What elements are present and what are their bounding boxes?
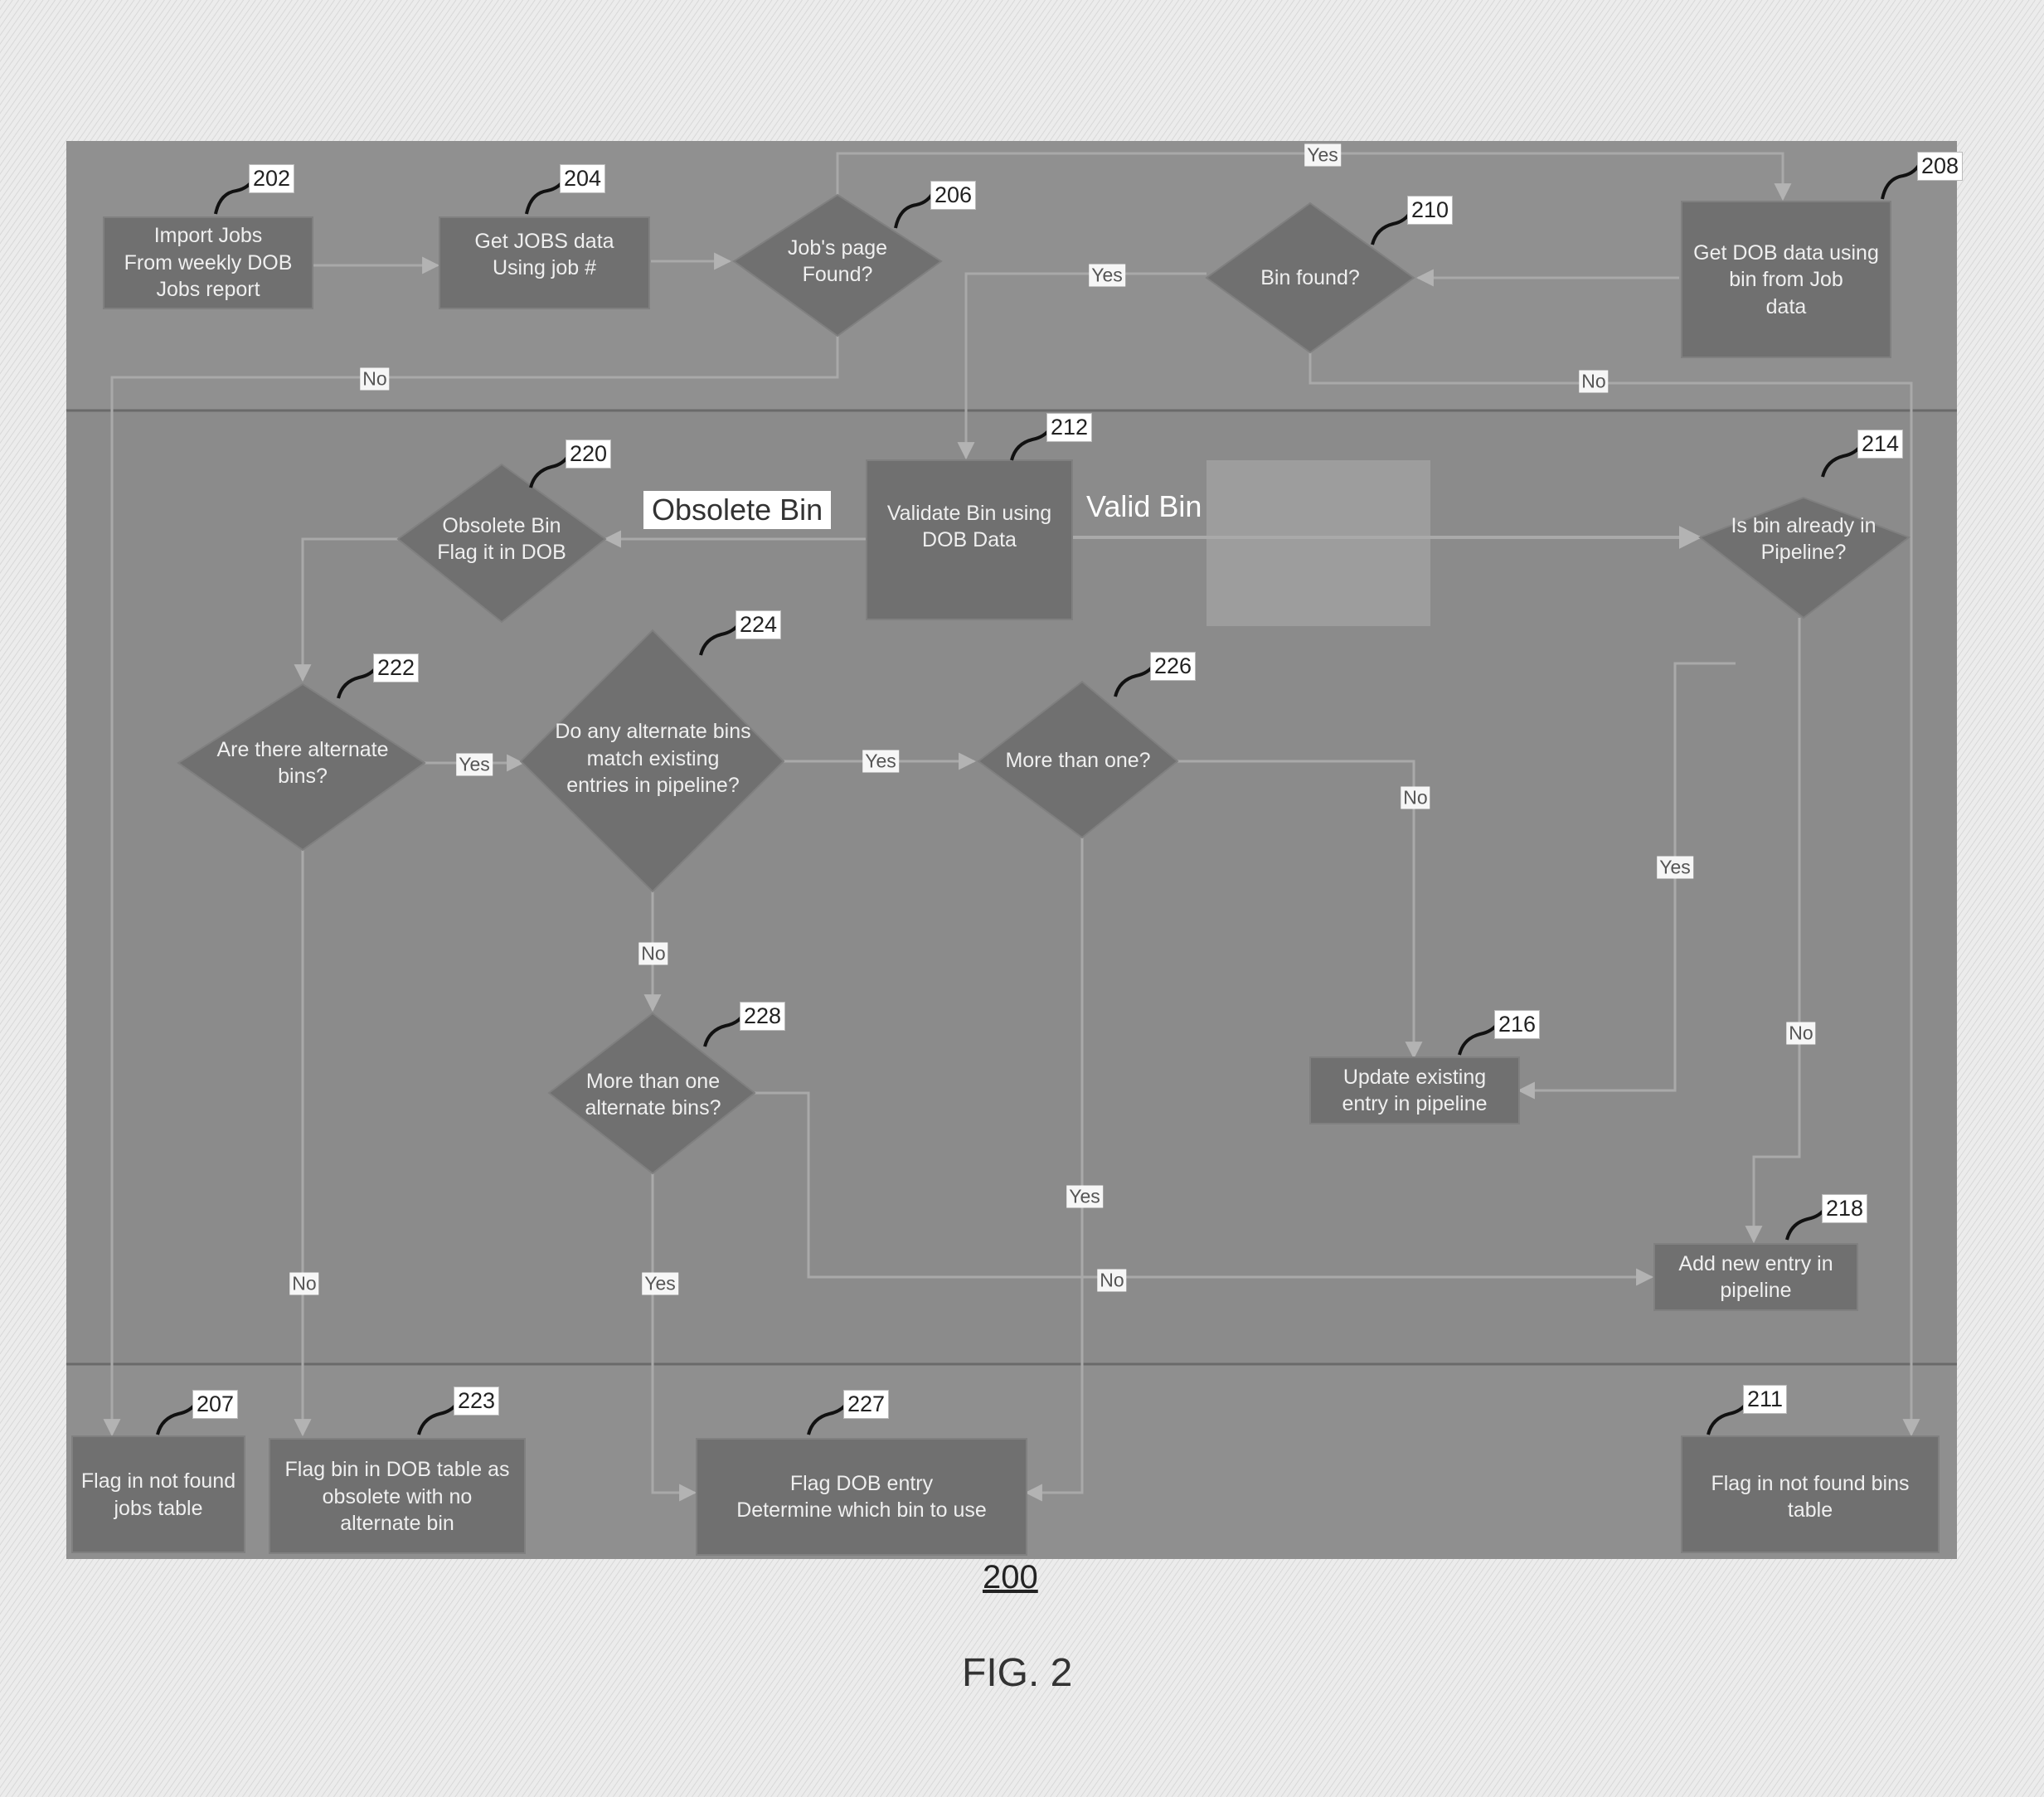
edge-label-no-222: No [289, 1273, 318, 1295]
edge-label-yes-214: Yes [1657, 857, 1693, 879]
ref-206: 206 [930, 181, 976, 210]
process-211 [1682, 1436, 1939, 1552]
ref-226: 226 [1150, 652, 1196, 681]
ref-202: 202 [249, 164, 294, 193]
ref-204: 204 [560, 164, 605, 193]
figure-number: 200 [983, 1559, 1038, 1596]
process-204 [439, 217, 649, 308]
swimlane-top [66, 141, 1957, 410]
edge-label-yes-228: Yes [642, 1273, 678, 1295]
edge-label-no-210: No [1579, 371, 1608, 393]
process-208 [1682, 202, 1891, 357]
edge-label-no-224: No [638, 943, 668, 965]
process-227 [697, 1439, 1027, 1555]
ref-224: 224 [736, 610, 781, 639]
process-223 [269, 1439, 525, 1553]
figure-caption: FIG. 2 [962, 1650, 1072, 1696]
ref-214: 214 [1857, 430, 1903, 459]
ref-220: 220 [566, 440, 611, 469]
ref-228: 228 [740, 1002, 785, 1031]
edge-label-yes-226: Yes [1066, 1186, 1103, 1208]
process-212 [867, 460, 1072, 619]
ref-207: 207 [192, 1390, 238, 1419]
edge-label-yes-222: Yes [456, 754, 493, 776]
edge-label-no-226: No [1401, 787, 1430, 809]
ref-218: 218 [1822, 1194, 1867, 1223]
edge-label-yes-top: Yes [1304, 144, 1341, 167]
callout-obsolete-bin: Obsolete Bin [643, 491, 831, 529]
callout-valid-bin: Valid Bin [1078, 488, 1210, 526]
edge-label-no-206: No [360, 368, 389, 391]
ref-210: 210 [1407, 196, 1453, 225]
process-216 [1310, 1057, 1519, 1124]
ref-223: 223 [454, 1387, 499, 1416]
ref-211: 211 [1743, 1385, 1787, 1414]
edge-label-yes-210: Yes [1089, 265, 1125, 287]
ref-212: 212 [1046, 413, 1092, 442]
ref-208: 208 [1917, 152, 1963, 181]
highlight-band [1206, 460, 1430, 626]
process-202 [104, 217, 313, 308]
ref-222: 222 [373, 653, 419, 682]
process-218 [1654, 1244, 1857, 1310]
edge-label-no-214: No [1786, 1022, 1815, 1045]
process-207 [72, 1436, 245, 1552]
edge-label-no-228: No [1097, 1270, 1126, 1292]
edge-label-yes-224: Yes [862, 750, 899, 773]
ref-216: 216 [1494, 1010, 1540, 1039]
ref-227: 227 [843, 1390, 889, 1419]
